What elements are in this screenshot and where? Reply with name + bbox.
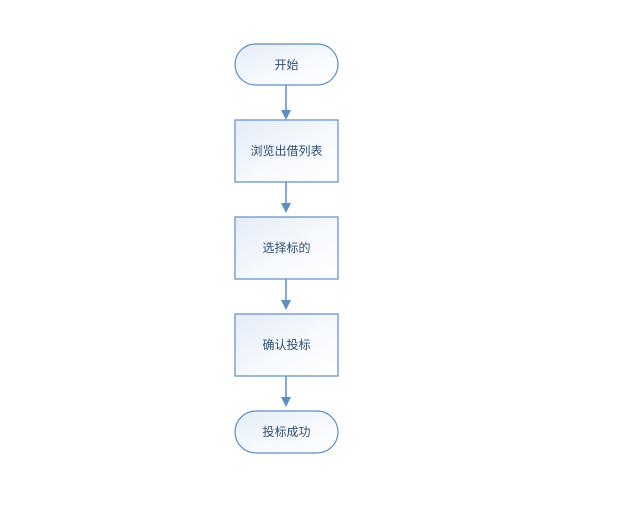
node-end: 投标成功: [234, 410, 339, 454]
arrow-confirm-to-end: [281, 376, 291, 407]
arrow-start-to-browse: [281, 85, 291, 120]
node-browse-label: 浏览出借列表: [250, 143, 322, 158]
node-start: 开始: [234, 43, 339, 86]
node-select-label: 选择标的: [262, 240, 310, 255]
arrow-select-to-confirm: [281, 279, 291, 310]
node-confirm-label: 确认投标: [262, 337, 310, 352]
node-browse: 浏览出借列表: [234, 119, 339, 183]
node-start-label: 开始: [274, 58, 298, 72]
node-confirm: 确认投标: [234, 313, 339, 377]
arrow-browse-to-select: [281, 182, 291, 213]
connectors: [281, 85, 291, 407]
node-select: 选择标的: [234, 216, 339, 280]
node-end-label: 投标成功: [262, 424, 310, 439]
